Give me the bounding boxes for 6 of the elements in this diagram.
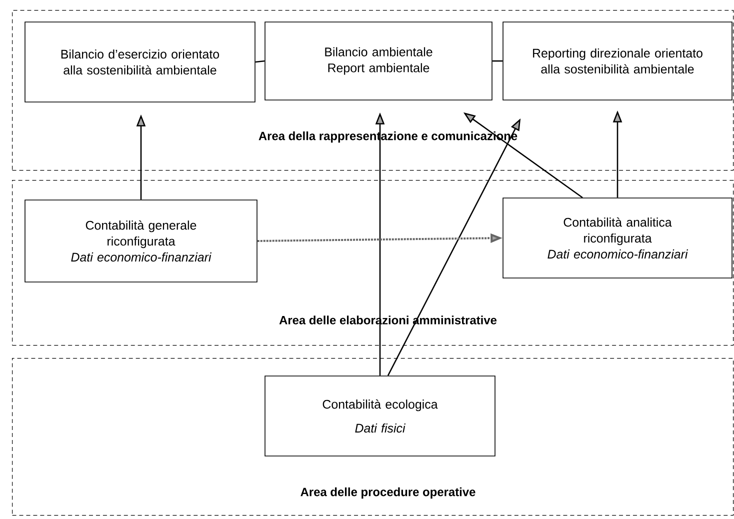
process-box: Reporting direzionale orientato alla sostenibilità ambientale xyxy=(502,22,732,100)
process-box: Contabilità generale riconfigurata Dati economico-finanziari xyxy=(24,200,258,282)
process-box: Bilancio d’esercizio orientato alla sostenibilità ambientale xyxy=(24,22,256,102)
process-box: Contabilità ecologica Dati fisici xyxy=(264,376,496,456)
process-box: Bilancio ambientale Report ambientale xyxy=(264,22,492,100)
process-box: Contabilità analitica riconfigurata Dati economico-finanziari xyxy=(502,198,732,278)
